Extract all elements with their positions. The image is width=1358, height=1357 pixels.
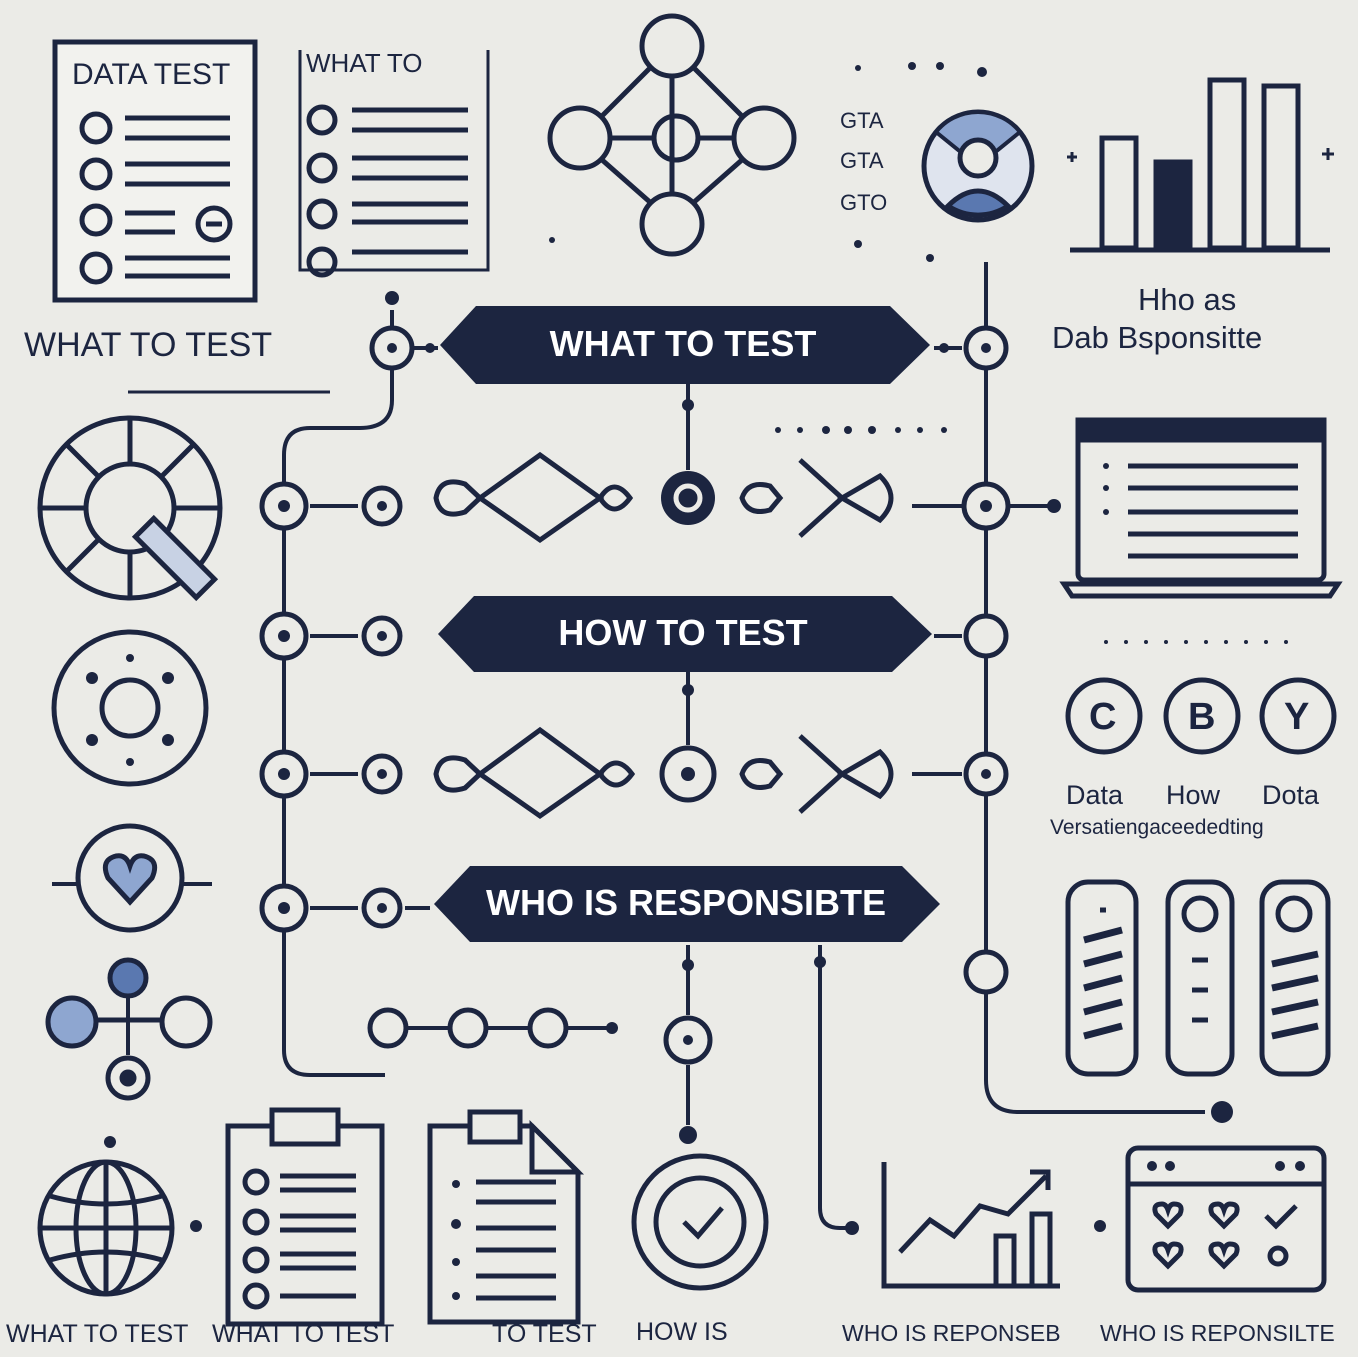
banner-what-to-test: WHAT TO TEST (549, 323, 817, 364)
globe-icon (37, 1159, 175, 1297)
doc-title: DATA TEST (72, 58, 231, 91)
laptop-icon (1059, 417, 1343, 599)
bottom-label-2: WHAT TO TEST (212, 1320, 395, 1348)
banner-shapes (434, 306, 940, 942)
side-code-1: GTA (840, 108, 884, 133)
badge-letter-y: Y (1284, 696, 1310, 738)
user-icon (921, 109, 1035, 223)
chain-links (433, 451, 894, 820)
badge-label-data: Data (1066, 780, 1124, 810)
list-title: WHAT TO (306, 48, 423, 78)
banner-how-to-test: HOW TO TEST (558, 612, 808, 653)
bottom-label-1: WHAT TO TEST (6, 1320, 189, 1348)
calendar-icon (1125, 1145, 1327, 1293)
network-icon (547, 13, 797, 257)
heart-icon (75, 823, 185, 933)
banner-who-is-responsible: WHO IS RESPONSIBTE (485, 882, 887, 923)
badge-letter-c: C (1089, 696, 1117, 738)
flow-dots (104, 291, 1233, 1235)
magnifier-icon (37, 415, 223, 602)
bottom-label-3: TO TEST (492, 1320, 597, 1348)
flow-nodes (259, 325, 1011, 1065)
right-caption-line1: Hho as (1138, 282, 1237, 317)
right-caption-line2: Dab Bsponsitte (1052, 320, 1263, 355)
badge-letter-b: B (1188, 696, 1216, 738)
progress-columns (1065, 879, 1331, 1077)
bar-chart-icon (1067, 77, 1334, 253)
badge-label-how: How (1166, 780, 1221, 810)
clipboard-icon (225, 1107, 385, 1327)
badge-circles (1065, 677, 1337, 755)
line-chart-icon (881, 1162, 1060, 1289)
target-icon (51, 629, 209, 787)
checklist-icon (52, 39, 258, 303)
document-icon (427, 1109, 585, 1325)
side-code-2: GTA (840, 148, 884, 173)
dotted-separator (775, 426, 1288, 644)
node-centres (278, 343, 992, 1045)
badge-label-dota: Dota (1262, 780, 1320, 810)
bottom-label-5: WHO IS REPONSEB (842, 1320, 1061, 1346)
side-code-3: GTO (840, 190, 888, 215)
badge-subtitle: Versatiengaceededting (1050, 816, 1264, 839)
bottom-label-4: HOW IS (636, 1318, 728, 1346)
share-icon (45, 957, 213, 1101)
code-glyphs (549, 62, 987, 262)
checkmark-icon (631, 1153, 769, 1291)
doc-caption: WHAT TO TEST (24, 326, 273, 364)
bottom-label-6: WHO IS REPONSILTE (1100, 1320, 1335, 1346)
list-icon (298, 50, 490, 278)
